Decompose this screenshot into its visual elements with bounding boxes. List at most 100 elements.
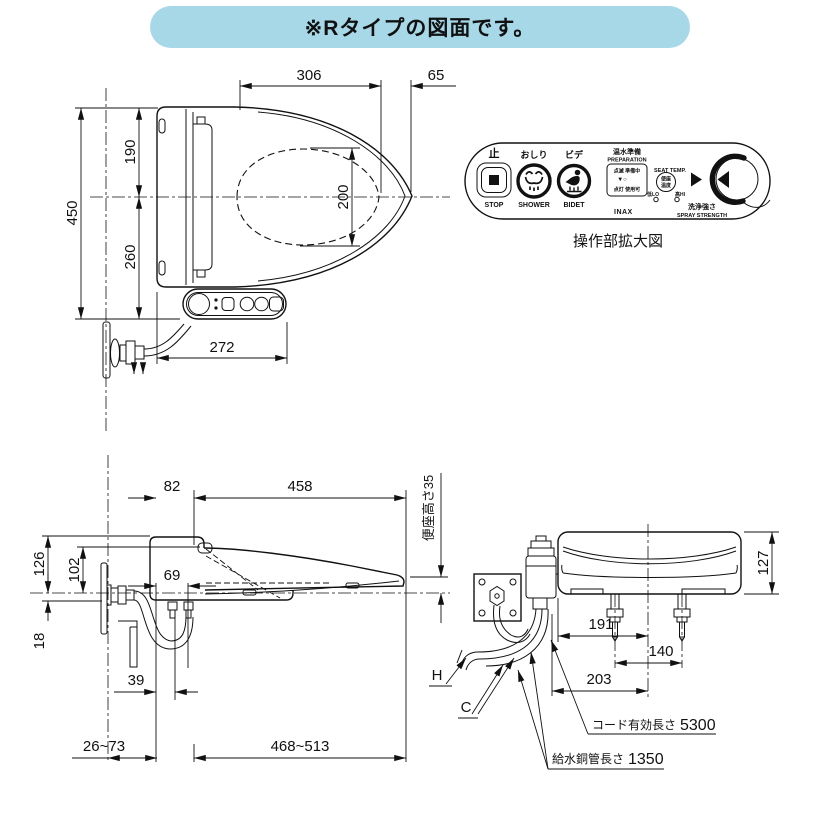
dim-69-label: 69 (164, 567, 181, 584)
dim-65-label: 65 (428, 67, 445, 84)
pad-dial (188, 293, 210, 315)
dim-127-label: 127 (755, 550, 772, 575)
label-h: H (432, 667, 443, 684)
rear-wall-plate (473, 573, 522, 622)
seattemp-high-led (674, 196, 680, 203)
shower-icon (524, 171, 544, 191)
supply-hose (143, 323, 192, 357)
side-view-drawing: 82 458 便座高さ35 126 102 18 69 39 (30, 455, 450, 762)
dim-203-label: 203 (586, 671, 611, 688)
dim-190-label: 190 (122, 139, 139, 164)
rear-body (557, 531, 742, 595)
side-control-pad (182, 288, 287, 320)
prep-jp-label: 温水準備 (613, 147, 641, 156)
arrow-left-icon (717, 171, 729, 188)
side-view-extension-lines (155, 490, 407, 762)
dim-126-label: 126 (31, 551, 48, 576)
seattemp-low-led (653, 196, 659, 203)
seattemp-knob (656, 172, 676, 192)
pad-button-4 (269, 296, 284, 312)
dim-468-513-label: 468~513 (271, 738, 330, 755)
bidet-en-label: BIDET (564, 202, 586, 209)
pad-led-top (214, 298, 218, 302)
wall-plate (102, 321, 111, 379)
rear-hoses (456, 604, 549, 671)
pad-outer (182, 288, 287, 320)
pad-button-3 (254, 296, 269, 312)
stop-square-icon (489, 175, 499, 185)
hinge-slot-top (158, 118, 166, 134)
dim-260-label: 260 (122, 244, 139, 269)
dim-200-label: 200 (335, 184, 352, 209)
side-view-body (149, 536, 405, 601)
top-view-drawing: 306 65 450 190 260 200 272 (64, 67, 456, 432)
bidet-button (556, 163, 592, 199)
dim-82-label: 82 (164, 478, 181, 495)
seattemp-label: SEAT TEMP. (654, 168, 686, 174)
seat-height-label: 便座高さ35 (421, 475, 436, 541)
top-view-wall-mount (102, 321, 192, 379)
pad-button-1 (221, 297, 235, 311)
type-banner: ※Rタイプの図面です。 (150, 6, 690, 48)
nut-1 (119, 344, 127, 362)
nut-side-3 (125, 589, 135, 601)
stop-valve (525, 535, 558, 610)
label-c: C (461, 699, 472, 716)
dim-26-73-label: 26~73 (83, 738, 125, 755)
prep-indicator-box (606, 163, 648, 197)
hinge-knob (197, 542, 213, 554)
mount-bracket (118, 620, 138, 668)
shower-jp-label: おしり (520, 150, 547, 160)
pad-button-2 (239, 296, 255, 312)
shower-en-label: SHOWER (518, 202, 550, 209)
side-view-wall-mount (100, 562, 194, 668)
dim-306-label: 306 (296, 67, 321, 84)
cord-note-value: 5300 (680, 717, 716, 734)
mount-bolt-right (673, 593, 691, 668)
bidet-jp-label: ビデ (565, 149, 584, 160)
cord-note-label: コード有効長さ (592, 717, 676, 732)
rear-body-feet (570, 588, 726, 594)
spray-en-label: SPRAY STRENGTH (677, 213, 727, 219)
nut-side-1 (110, 587, 119, 603)
seattemp-knob-line2: 温度 (661, 182, 672, 189)
arrow-right-icon (691, 172, 702, 187)
stop-button (476, 162, 512, 198)
dim-39-label: 39 (128, 672, 145, 689)
type-banner-text: ※Rタイプの図面です。 (304, 17, 536, 40)
seat-bumper-front (345, 582, 360, 589)
side-view-dimensions: 82 458 便座高さ35 126 102 18 69 39 (31, 473, 441, 762)
dim-450-label: 450 (64, 200, 81, 225)
seat-bumper-rear (242, 589, 257, 596)
seattemp-knob-line1: 便座 (661, 176, 671, 183)
shower-button (516, 163, 552, 199)
prep-line1: 点滅 準備中 (614, 168, 640, 175)
wall-plate-side (100, 562, 108, 635)
panel-outline (464, 142, 771, 220)
hex-bolt (489, 585, 505, 607)
hidden-lines (205, 548, 330, 599)
spray-jp-label: 洗浄強さ (688, 202, 716, 211)
stop-en-label: STOP (485, 202, 504, 209)
dim-458-label: 458 (287, 478, 312, 495)
rear-view-drawing: H C コード有効長さ 5300 給水銅管長さ 1350 (429, 524, 779, 770)
bidet-icon (565, 169, 582, 193)
pad-inner (186, 292, 283, 316)
dim-191-label: 191 (588, 616, 613, 633)
spray-dial-tail (742, 199, 771, 208)
lid-outline (156, 106, 413, 288)
rear-view-leaders: H C コード有効長さ 5300 給水銅管長さ 1350 (429, 639, 716, 770)
nut-2 (125, 340, 136, 365)
spray-dial-arc (709, 153, 747, 206)
hinge-slot-bottom (158, 260, 166, 276)
brand-logo: INAX (614, 209, 633, 216)
prep-line3: 点灯 使用可 (614, 186, 640, 193)
hinge-cover-plate (193, 116, 213, 278)
pad-led-bottom (214, 306, 218, 310)
hinge-seam (185, 109, 194, 285)
control-panel-detail: 止 STOP おしり SHOWER ビデ BIDET (464, 142, 771, 250)
prep-en-label: PREPARATION (607, 158, 646, 164)
lid-inner-rim (257, 111, 406, 282)
rear-body-curve-upper (562, 546, 737, 565)
